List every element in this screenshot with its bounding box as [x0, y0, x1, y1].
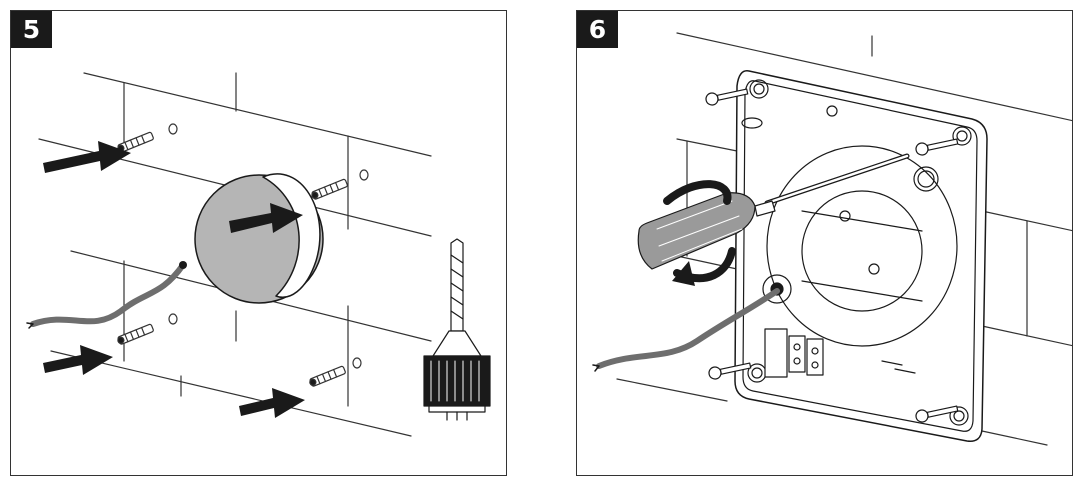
duct-sleeve-icon: [194, 173, 324, 304]
step-number-badge: 6: [577, 11, 618, 48]
drill-bit-chuck-icon: [423, 238, 491, 421]
step-6-illustration: [592, 32, 1072, 446]
step-5-panel: 5: [10, 10, 507, 476]
screwdriver-icon: [637, 153, 910, 270]
screw-icon: [705, 88, 959, 423]
cable-icon: [26, 261, 187, 329]
step-6-panel: 6: [576, 10, 1073, 476]
step-5-illustration: [26, 72, 491, 437]
cable-icon: [592, 288, 780, 372]
step-number-badge: 5: [11, 11, 52, 48]
fan-back-plate-icon: [734, 70, 988, 442]
drill-hole-icon: [168, 123, 369, 369]
insertion-arrow-icon: [43, 141, 305, 418]
terminal-block-icon: [764, 328, 824, 378]
rotation-arrow-icon: [663, 180, 736, 286]
brick-wall-icon: [616, 32, 1072, 446]
